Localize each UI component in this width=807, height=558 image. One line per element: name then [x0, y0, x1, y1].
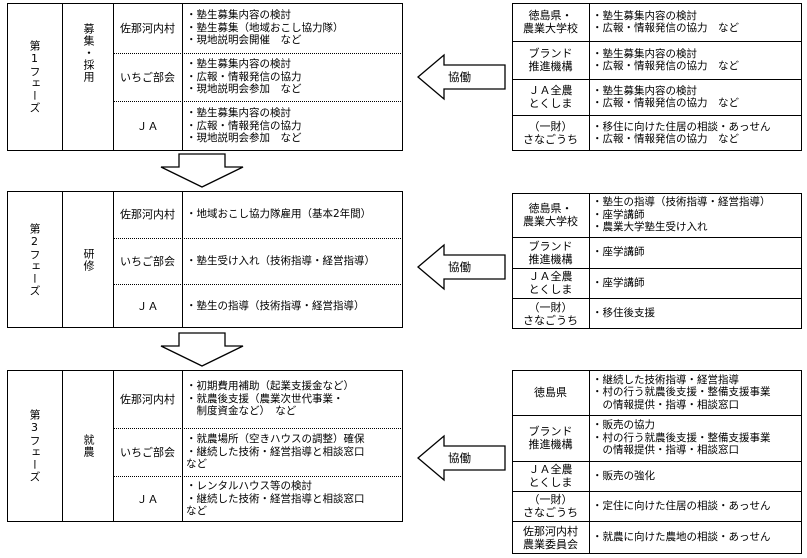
- phase-2-collab-label: 協働: [448, 260, 471, 274]
- phase-2-stage-label: 研修: [82, 247, 95, 272]
- phase-3-actor-3-name: ＪＡ: [136, 492, 159, 506]
- phase-2-actor-1-tasks: ・地域おこし協力隊雇用（基本2年間）: [186, 208, 372, 221]
- phase-2-actor-3-name: ＪＡ: [136, 299, 159, 313]
- phase-3-partner-1-tasks: ・継続した技術指導・経営指導・村の行う就農後支援・整備支援事業 の情報提供・指導…: [592, 373, 771, 411]
- phase-2-partner-2-name: ブランド 推進機構: [528, 239, 573, 266]
- phase-3-partner-4-name: （一財） さなごうち: [523, 493, 578, 519]
- phase-1-partner-4-name: （一財） さなごうち: [523, 120, 578, 146]
- phase-3-partner-1-name: 徳島県: [534, 386, 567, 399]
- phase-3-stage-label: 就農: [82, 434, 95, 458]
- phase-2-partner-4-tasks: ・移住後支援: [592, 307, 655, 320]
- phase-1-actor-3-name: ＪＡ: [136, 119, 159, 133]
- phase-3-left-box: [7, 370, 403, 522]
- phase-1-partner-2-tasks: ・塾生募集内容の検討・広報・情報発信の協力 など: [592, 47, 739, 73]
- phase-1-partner-4-tasks: ・移住に向けた住居の相談・あっせん・広報・情報発信の協力 など: [592, 120, 771, 146]
- phase-1-partner-1-name: 徳島県・ 農業大学校: [523, 9, 578, 35]
- phase-1-actor-1-tasks: ・塾生募集内容の検討・塾生募集（地域おこし協力隊）・現地説明会開催 など: [186, 9, 344, 47]
- phase-2-partner-3-tasks: ・座学講師: [592, 276, 645, 289]
- phase-3-actor-1-tasks: ・初期費用補助（起業支援金など）・就農後支援（農業次世代事業・ 制度資金など） …: [186, 380, 354, 418]
- phase-2-left-box: [7, 191, 403, 328]
- phase-2-partner-3-name: ＪＡ全農 とくしま: [528, 270, 573, 296]
- phase-2-actor-1-name: 佐那河内村: [120, 208, 175, 221]
- phase-3-partner-2-tasks: ・販売の協力・村の行う就農後支援・整備支援事業 の情報提供・指導・相談窓口: [592, 419, 771, 457]
- phase-2-label: 第2フェーズ: [28, 222, 41, 297]
- phase-2-actor-2-tasks: ・塾生受け入れ（技術指導・経営指導）: [186, 254, 375, 267]
- phase-3-partner-3-name: ＪＡ全農 とくしま: [528, 463, 573, 489]
- phase-1-partner-1-tasks: ・塾生募集内容の検討・広報・情報発信の協力 など: [592, 9, 739, 35]
- phase-1-partner-3-tasks: ・塾生募集内容の検討・広報・情報発信の協力 など: [592, 84, 739, 110]
- phase-1-label: 第1フェーズ: [28, 40, 41, 114]
- phase-1-stage-label: 募集・採用: [82, 23, 95, 83]
- phase-1-actor-3-tasks: ・塾生募集内容の検討・広報・情報発信の協力・現地説明会参加 など: [186, 107, 302, 145]
- phase-3-partner-5-name: 佐那河内村 農業委員会: [523, 524, 578, 551]
- phase-2-partner-4-name: （一財） さなごうち: [523, 300, 578, 327]
- phase-3-collab-label: 協働: [448, 451, 471, 465]
- phase-2-collab-arrow: [416, 243, 506, 291]
- phase-1-partner-3-name: ＪＡ全農 とくしま: [528, 84, 573, 110]
- phase-1-partner-2-name: ブランド 推進機構: [528, 47, 573, 73]
- phase-2-partner-1-name: 徳島県・ 農業大学校: [523, 202, 578, 228]
- phase-3-partner-box: [512, 370, 802, 554]
- phase-2-partner-2-tasks: ・座学講師: [592, 246, 645, 259]
- phase-1-partner-box: [512, 3, 802, 151]
- phase-3-actor-2-name: いちご部会: [120, 445, 175, 459]
- phase-3-label: 第3フェーズ: [28, 409, 41, 483]
- phase-3-actor-2-tasks: ・就農場所（空きハウスの調整）確保・継続した技術・経営指導と相談窓口など: [186, 433, 365, 471]
- down-arrow-2: [160, 332, 244, 367]
- phase-1-left-box: [7, 3, 403, 151]
- phase-3-partner-3-tasks: ・販売の強化: [592, 469, 655, 482]
- phase-2-partner-box: [512, 193, 802, 329]
- phase-1-collab-arrow: [416, 53, 506, 101]
- phase-3-partner-4-tasks: ・定住に向けた住居の相談・あっせん: [592, 499, 771, 512]
- phase-3-collab-arrow: [416, 434, 506, 482]
- phase-3-partner-2-name: ブランド 推進機構: [528, 425, 573, 451]
- phase-3-actor-1-name: 佐那河内村: [120, 392, 175, 406]
- down-arrow-1: [160, 153, 244, 188]
- phase-1-actor-2-name: いちご部会: [120, 70, 175, 84]
- phase-1-collab-label: 協働: [448, 70, 471, 84]
- phase-1-actor-2-tasks: ・塾生募集内容の検討・広報・情報発信の協力・現地説明会参加 など: [186, 58, 302, 96]
- phase-3-partner-5-tasks: ・就農に向けた農地の相談・あっせん: [592, 531, 771, 544]
- phase-2-partner-1-tasks: ・塾生の指導（技術指導・経営指導）・座学講師・農業大学塾生受け入れ: [592, 196, 771, 234]
- phase-3-actor-3-tasks: ・レンタルハウス等の検討・継続した技術・経営指導と相談窓口など: [186, 480, 365, 518]
- phase-2-actor-3-tasks: ・塾生の指導（技術指導・経営指導）: [186, 299, 365, 312]
- phase-1-actor-1-name: 佐那河内村: [120, 21, 175, 35]
- phase-2-actor-2-name: いちご部会: [120, 254, 175, 268]
